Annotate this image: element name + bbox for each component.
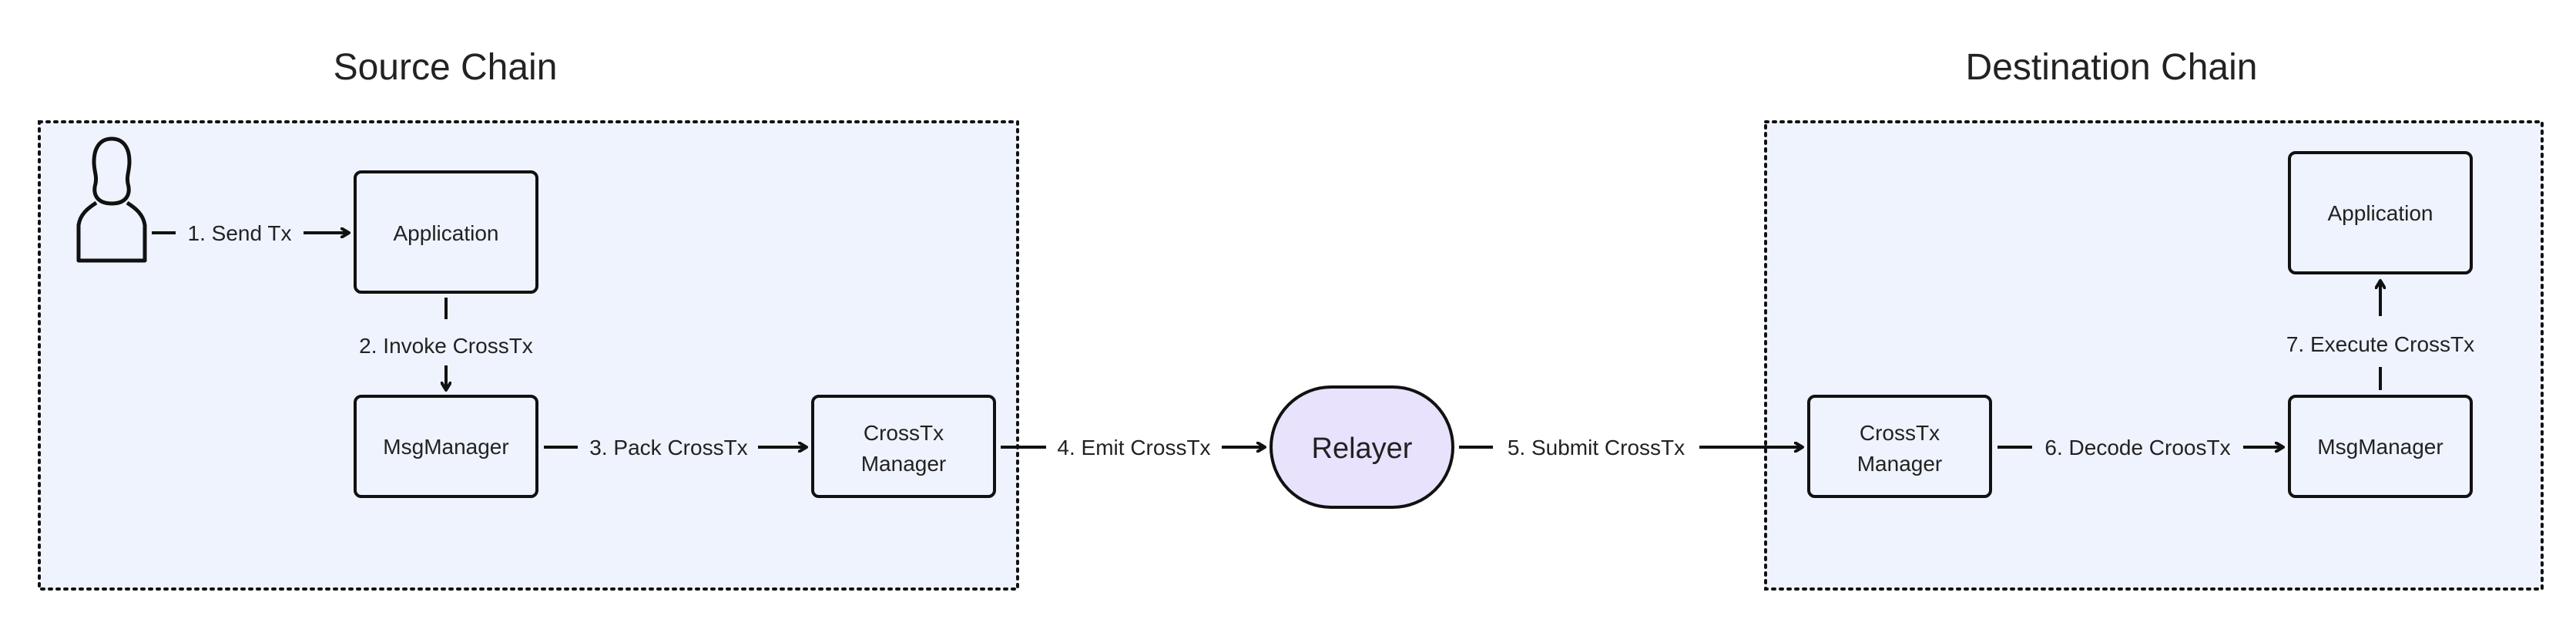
relayer-node: Relayer (1270, 385, 1454, 509)
source-application-node: Application (354, 170, 538, 294)
edge-emit-crosstx: 4. Emit CrossTx (1001, 436, 1265, 459)
edge-submit-crosstx: 5. Submit CrossTx (1459, 436, 1803, 459)
destination-chain-title: Destination Chain (1966, 47, 2258, 88)
destination-msgmanager-label: MsgManager (2317, 435, 2443, 459)
edge-invoke-crosstx: 2. Invoke CrossTx (359, 298, 533, 390)
edge-execute-crosstx-label: 7. Execute CrossTx (2286, 332, 2474, 356)
source-application-label: Application (394, 221, 499, 245)
edge-execute-crosstx: 7. Execute CrossTx (2286, 281, 2474, 390)
source-crosstx-manager-label-line1: CrossTx (864, 421, 944, 445)
destination-application-label: Application (2328, 201, 2433, 225)
edge-pack-crosstx-label: 3. Pack CrossTx (589, 436, 747, 459)
source-msgmanager-node: MsgManager (354, 395, 538, 498)
edge-send-tx-label: 1. Send Tx (188, 221, 292, 245)
edge-submit-crosstx-label: 5. Submit CrossTx (1508, 436, 1685, 459)
source-crosstx-manager-node: CrossTx Manager (811, 395, 996, 498)
destination-crosstx-manager-label-line2: Manager (1857, 452, 1943, 476)
edge-emit-crosstx-label: 4. Emit CrossTx (1057, 436, 1210, 459)
destination-crosstx-manager-node: CrossTx Manager (1807, 395, 1992, 498)
user-icon (76, 136, 147, 263)
source-crosstx-manager-label-line2: Manager (861, 452, 947, 476)
relayer-label: Relayer (1312, 432, 1413, 465)
edge-decode-crosstx-label: 6. Decode CroosTx (2044, 436, 2230, 459)
destination-msgmanager-node: MsgManager (2288, 395, 2473, 498)
source-msgmanager-label: MsgManager (383, 435, 508, 459)
edge-pack-crosstx: 3. Pack CrossTx (544, 436, 807, 459)
destination-application-node: Application (2288, 151, 2473, 274)
source-chain-title: Source Chain (334, 47, 558, 88)
edge-decode-crosstx: 6. Decode CroosTx (1997, 436, 2283, 459)
edge-send-tx: 1. Send Tx (152, 221, 349, 245)
destination-crosstx-manager-label-line1: CrossTx (1860, 421, 1940, 445)
edge-invoke-crosstx-label: 2. Invoke CrossTx (359, 334, 533, 358)
